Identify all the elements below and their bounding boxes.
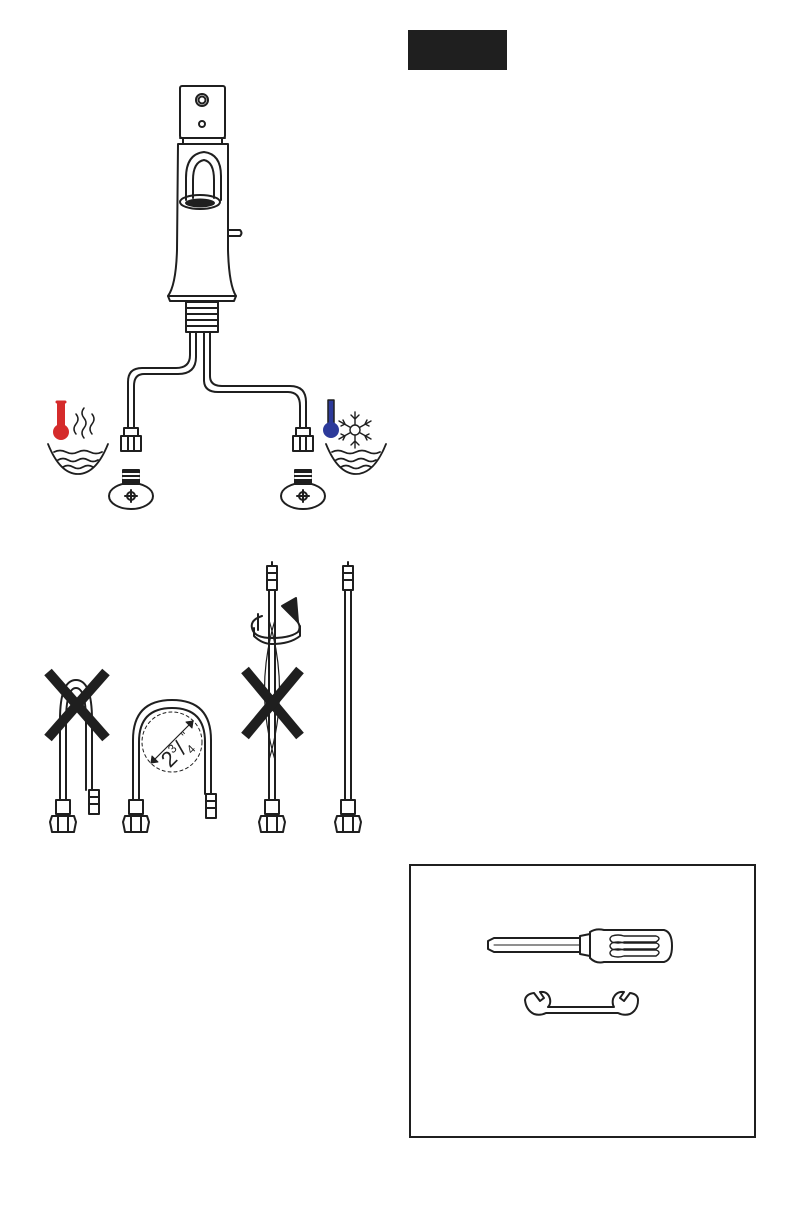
hot-water-symbol [48,402,108,474]
water-basin-icon [326,444,386,474]
steam-icon [74,408,94,438]
bend-radius-denominator: 4 [184,742,199,757]
snowflake-icon [339,412,371,448]
bend-radius-unit: " [179,729,192,742]
cold-water-symbol [324,400,386,474]
hot-thermometer-icon [54,402,68,439]
step-number-badge [408,30,507,70]
cold-thermometer-icon [324,400,338,437]
water-basin-icon [48,444,108,474]
required-tools-box [409,864,756,1138]
cold-supply-connection [281,428,325,509]
cross-mark-icon [48,672,106,738]
hose-example-straight [335,562,361,832]
hot-supply-connection [109,428,153,509]
supply-hoses [128,332,306,428]
cross-mark-icon [245,670,300,736]
faucet-illustration [168,86,242,332]
